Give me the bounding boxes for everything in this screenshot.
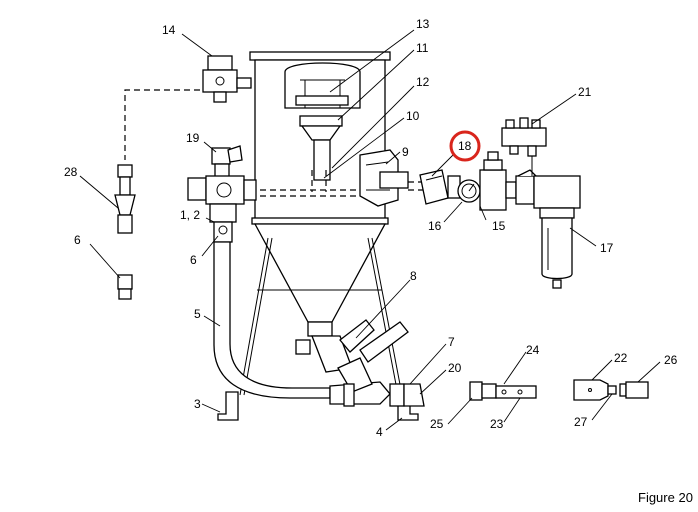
part-3-leg-foot [217,391,239,421]
callout-18: 18 [458,139,472,153]
callout-9: 9 [402,145,409,159]
part-25-24-nozzle-holder [469,381,537,401]
callout-11: 11 [416,41,429,55]
callout-3: 3 [194,397,201,411]
callout-8: 8 [410,269,417,283]
callout-19: 19 [186,131,200,145]
control-line-dashed [124,89,210,160]
callout-16: 16 [428,219,442,233]
part-6-fitting [117,274,133,300]
part-28-fitting [114,164,136,234]
part-16-regulator [447,151,507,211]
part-14-solenoid-valve [202,55,252,103]
callout-27: 27 [574,415,588,429]
figure-caption: Figure 20 [638,490,693,505]
part-1-2-tee-fitting [187,175,257,243]
callout-20: 20 [448,361,462,375]
callout-18-highlight-ring [449,130,481,162]
callout-23: 23 [490,417,504,431]
part-19-ball-valve [211,145,243,179]
internal-air-pipe [240,189,360,197]
part-9-inlet-valve [359,149,409,207]
internal-fill-tube [311,170,327,192]
callout-5: 5 [194,307,201,321]
part-18-valve [419,169,449,205]
callout-labels: 14 13 11 12 10 9 21 18 19 28 1, 2 16 15 … [64,17,678,439]
callout-26: 26 [664,353,678,367]
callout-13: 13 [416,17,430,31]
part-21-control-block [501,117,547,176]
part-22-nozzle [573,379,617,401]
callout-6-left: 6 [74,233,81,247]
callout-25: 25 [430,417,444,431]
callout-14: 14 [162,23,176,37]
callout-10: 10 [406,109,420,123]
callout-22: 22 [614,351,628,365]
callout-1-2: 1, 2 [180,208,200,222]
part-17-air-filter [533,175,581,289]
callout-12: 12 [416,75,430,89]
callout-28: 28 [64,165,78,179]
callout-6-center: 6 [190,253,197,267]
callout-4: 4 [376,425,383,439]
leader-lines [79,29,661,431]
callout-7: 7 [448,335,455,349]
part-7-20-coupling [329,357,425,407]
callout-15: 15 [492,219,506,233]
callout-24: 24 [526,343,540,357]
part-26-27-nozzle-tip [619,381,649,399]
callout-21: 21 [578,85,592,99]
air-inlet-line-dashed [408,181,430,191]
callout-17: 17 [600,241,614,255]
